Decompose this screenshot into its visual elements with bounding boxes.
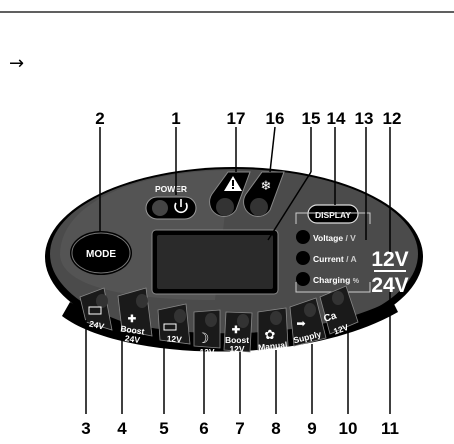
ca-12v-label: 12V <box>332 322 350 337</box>
snowflake-icon: ❄ <box>261 179 272 194</box>
callout-lines-bottom <box>85 292 391 414</box>
mode-button[interactable]: MODE <box>70 231 132 275</box>
manual-icon: ✿ <box>265 328 276 343</box>
callout-4: 4 <box>117 419 127 438</box>
current-indicator: Current / A <box>296 251 357 265</box>
mode-key-boost-12v[interactable]: ✚ Boost 12V <box>223 311 253 354</box>
callout-11: 11 <box>381 419 399 438</box>
indicator-bracket <box>295 212 371 224</box>
mode-key-12v[interactable]: 12V <box>157 303 191 345</box>
power-label: POWER <box>155 184 187 194</box>
moon-icon: ☽ <box>197 331 210 347</box>
callout-6: 6 <box>199 419 208 438</box>
callout-2: 2 <box>95 109 104 128</box>
callout-15: 15 <box>302 109 321 128</box>
display-button-label: DISPLAY <box>315 210 351 220</box>
boost-24v-label-top: Boost <box>120 323 145 336</box>
switch-12v-label: 12V <box>371 248 408 271</box>
callout-12: 12 <box>383 109 402 128</box>
warning-icon <box>224 176 242 191</box>
mode-key-ca[interactable]: Ca 12V <box>319 285 359 337</box>
charging-indicator: Charging % <box>296 272 360 286</box>
power-button[interactable] <box>145 196 197 220</box>
power-icon <box>174 199 188 214</box>
callout-10: 10 <box>339 419 358 438</box>
callout-1: 1 <box>171 109 180 128</box>
warning-button[interactable] <box>209 171 251 217</box>
boost-24v-label-bottom: 24V <box>124 333 141 345</box>
mode-12v-label: 12V <box>166 333 182 344</box>
mode-button-label: MODE <box>86 249 116 260</box>
battery-icon-12v <box>163 323 177 331</box>
voltage-switch[interactable]: 12V 24V <box>371 248 408 297</box>
callout-5: 5 <box>159 419 168 438</box>
current-label: Current <box>313 254 344 264</box>
svg-text:Charging %: Charging % <box>313 275 360 285</box>
callout-9: 9 <box>307 419 316 438</box>
lcd-display <box>157 235 273 289</box>
callout-14: 14 <box>327 109 346 128</box>
callout-13: 13 <box>355 109 374 128</box>
display-button[interactable]: DISPLAY <box>307 204 359 224</box>
mode-key-manual[interactable]: ✿ Manual <box>257 307 289 353</box>
supply-arrow-icon: ➡ <box>296 317 305 330</box>
plus-icon: ✚ <box>128 314 137 325</box>
svg-text:Current / A: Current / A <box>313 254 357 264</box>
voltage-label: Voltage <box>313 233 343 243</box>
mode-key-night[interactable]: ☽ 12V <box>193 309 221 357</box>
mode-24v-label: 24V <box>88 319 105 332</box>
mode-key-boost-24v[interactable]: ✚ Boost 24V <box>117 287 153 345</box>
callout-16: 16 <box>266 109 285 128</box>
boost-12v-label-bottom: 12V <box>229 344 244 354</box>
svg-text:Voltage / V: Voltage / V <box>313 233 356 243</box>
battery-icon <box>88 306 102 315</box>
snowflake-button[interactable]: ❄ <box>243 171 285 217</box>
callout-7: 7 <box>235 419 244 438</box>
boost-12v-label-top: Boost <box>225 335 249 345</box>
arrow-symbol: → <box>9 53 24 74</box>
callout-17: 17 <box>227 109 246 128</box>
callout-8: 8 <box>271 419 280 438</box>
charging-label: Charging <box>313 275 350 285</box>
ca-label: Ca <box>322 310 338 325</box>
plus-icon-12v: ✚ <box>232 325 241 336</box>
voltage-indicator: Voltage / V <box>296 230 356 244</box>
manual-label: Manual <box>258 340 288 353</box>
callout-3: 3 <box>81 419 90 438</box>
mode-key-24v[interactable]: 24V <box>79 287 113 332</box>
charging-unit: % <box>353 278 360 285</box>
switch-24v-label: 24V <box>371 274 408 297</box>
current-unit: A <box>350 254 356 264</box>
callout-lines-top <box>99 126 391 252</box>
night-12v-label: 12V <box>199 347 214 357</box>
voltage-unit: V <box>350 233 356 243</box>
